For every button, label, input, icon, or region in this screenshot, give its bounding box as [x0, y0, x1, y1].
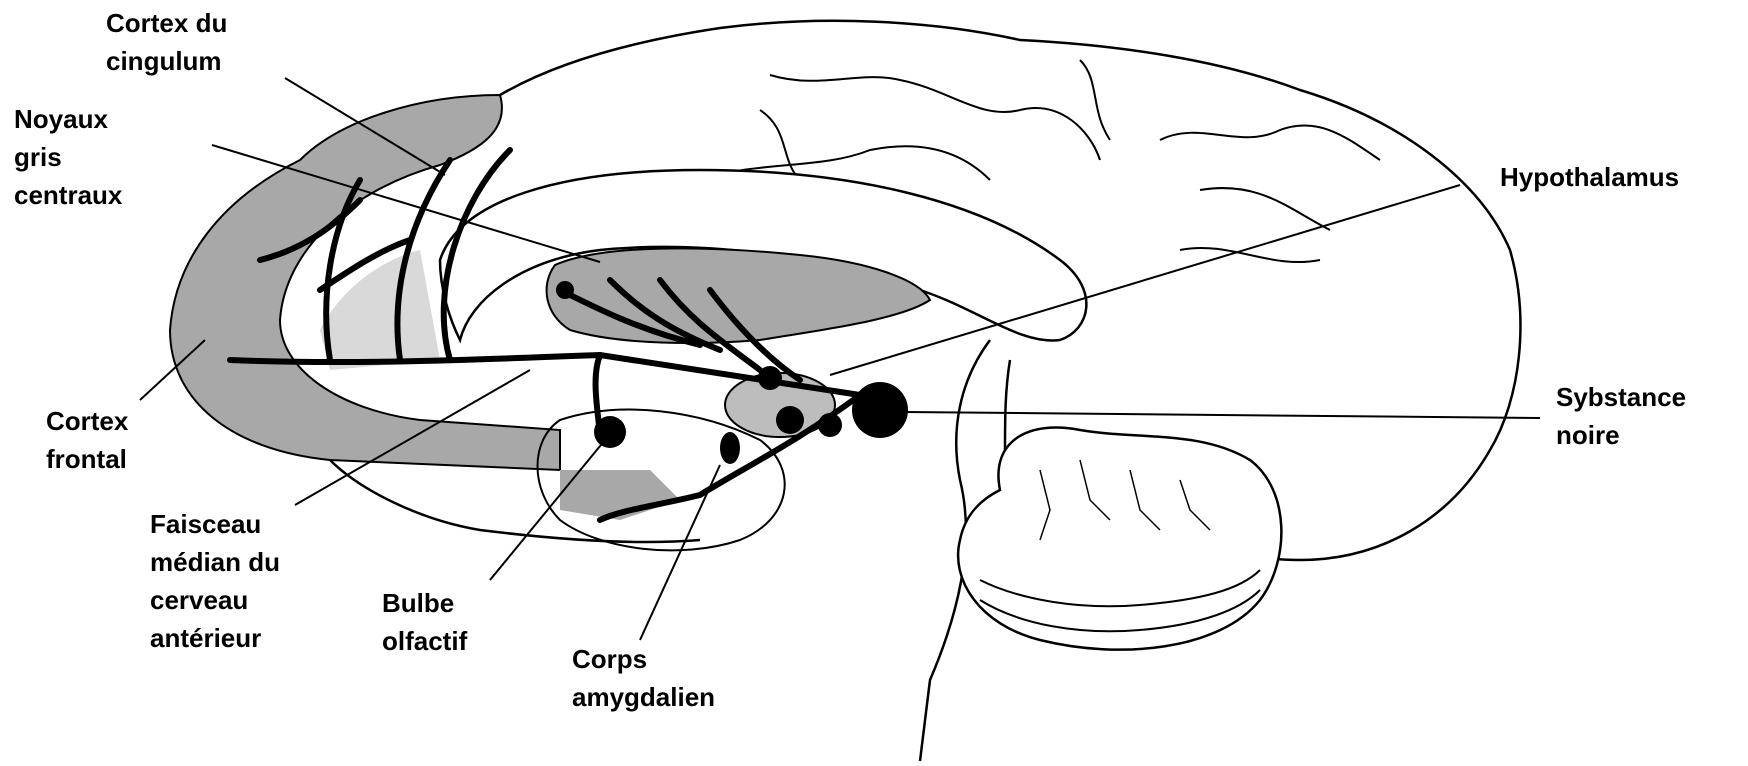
label-forebrain-bundle-line1: Faisceau — [150, 505, 280, 543]
label-olfactory-bulb-line2: olfactif — [382, 622, 467, 660]
label-basal-ganglia-line3: centraux — [14, 176, 122, 214]
label-forebrain-bundle-line4: antérieur — [150, 619, 280, 657]
label-substantia-nigra-line1: Sybstance — [1556, 378, 1686, 416]
label-hypothalamus-line1: Hypothalamus — [1500, 158, 1679, 196]
olfactory-bulb-dot — [594, 416, 626, 448]
label-basal-ganglia-line2: gris — [14, 138, 122, 176]
leader-substantia-nigra — [905, 412, 1540, 418]
label-amygdala-line2: amygdalien — [572, 678, 715, 716]
label-hypothalamus: Hypothalamus — [1500, 158, 1679, 196]
cerebellum — [958, 428, 1281, 650]
label-basal-ganglia-line1: Noyaux — [14, 100, 122, 138]
label-olfactory-bulb: Bulbe olfactif — [382, 584, 467, 660]
label-substantia-nigra-line2: noire — [1556, 416, 1686, 454]
label-cingulum: Cortex du cingulum — [106, 4, 227, 80]
label-substantia-nigra: Sybstance noire — [1556, 378, 1686, 454]
amygdala-dot — [720, 432, 740, 464]
label-cingulum-line1: Cortex du — [106, 4, 227, 42]
label-forebrain-bundle: Faisceau médian du cerveau antérieur — [150, 505, 280, 657]
label-frontal-line2: frontal — [46, 440, 128, 478]
label-frontal-line1: Cortex — [46, 402, 128, 440]
substantia-nigra-dot — [852, 382, 908, 438]
label-cingulum-line2: cingulum — [106, 42, 227, 80]
label-olfactory-bulb-line1: Bulbe — [382, 584, 467, 622]
label-forebrain-bundle-line3: cerveau — [150, 581, 280, 619]
label-amygdala: Corps amygdalien — [572, 640, 715, 716]
label-frontal: Cortex frontal — [46, 402, 128, 478]
frontal-light-shading — [320, 250, 440, 370]
label-basal-ganglia: Noyaux gris centraux — [14, 100, 122, 214]
label-amygdala-line1: Corps — [572, 640, 715, 678]
label-forebrain-bundle-line2: médian du — [150, 543, 280, 581]
